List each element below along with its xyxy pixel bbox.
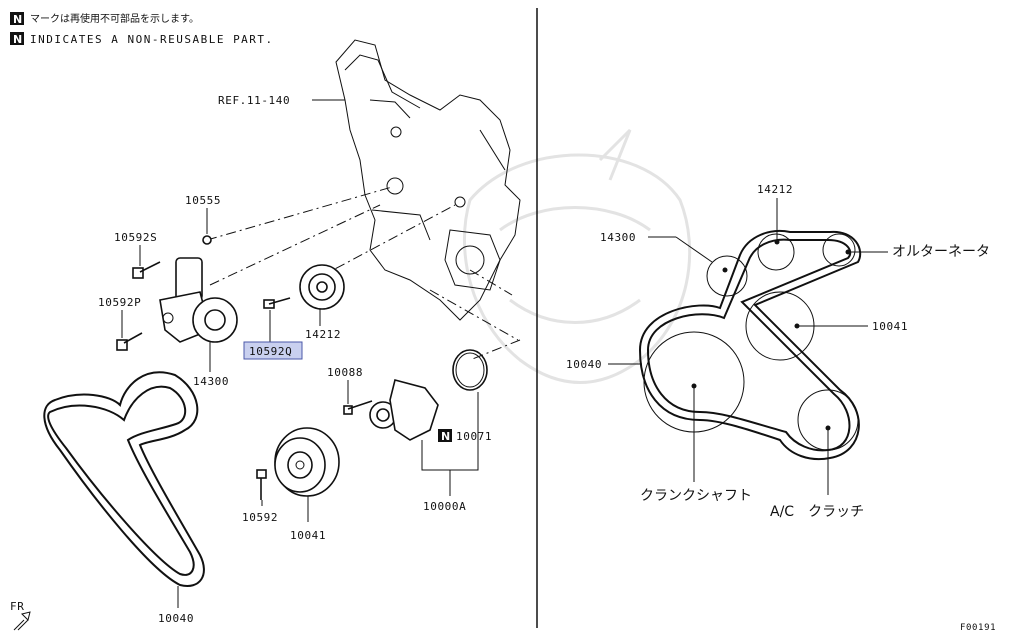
label-14212: 14212 <box>305 328 341 341</box>
fr-arrow-icon <box>13 611 31 631</box>
auto-tensioner-14300 <box>159 257 238 343</box>
label-10000A: 10000A <box>423 500 466 513</box>
legend-jp-text: マークは再使用不可部品を示します。 <box>30 12 199 25</box>
ref-label: REF.11-140 <box>218 94 290 107</box>
watermark-emblem <box>463 128 692 384</box>
label-10555: 10555 <box>185 194 221 207</box>
bolt-10592Q <box>263 297 291 309</box>
label-10071: 10071 <box>456 430 492 443</box>
fr-label: FR <box>10 600 24 613</box>
label-ac-clutch: A/C クラッチ <box>770 504 864 520</box>
label-14212-right: 14212 <box>757 183 793 196</box>
legend: N マークは再使用不可部品を示します。 N INDICATES A NON-RE… <box>10 12 274 46</box>
alternator-pulley <box>822 233 856 267</box>
bolt-10592S <box>132 261 161 279</box>
legend-en-text: INDICATES A NON-REUSABLE PART. <box>30 33 274 46</box>
washer-10555 <box>202 235 212 245</box>
crank-pulley-10041 <box>274 427 340 497</box>
legend-badge-2: N <box>13 33 22 46</box>
label-14300-right: 14300 <box>600 231 636 244</box>
badge-10071: N <box>441 430 450 443</box>
drive-belt-10040 <box>43 371 205 587</box>
label-10592P: 10592P <box>98 296 141 309</box>
legend-badge-1: N <box>13 13 22 26</box>
water-pump-10000A <box>369 379 439 441</box>
label-alternator: オルターネータ <box>892 244 990 260</box>
idler-pulley-14212 <box>299 264 345 310</box>
label-10592Q: 10592Q <box>249 345 292 358</box>
label-10088: 10088 <box>327 366 363 379</box>
idler-pulley-14212-r <box>757 233 795 271</box>
bolt-10592P <box>116 332 143 351</box>
label-crankshaft: クランクシャフト <box>640 488 752 504</box>
bolt-10088 <box>343 400 373 415</box>
highlight-10592Q[interactable] <box>243 341 303 360</box>
tensioner-pulley-14300 <box>706 255 748 297</box>
label-10041-right: 10041 <box>872 320 908 333</box>
label-14300: 14300 <box>193 375 229 388</box>
bolt-10592 <box>256 469 267 500</box>
label-10592: 10592 <box>242 511 278 524</box>
gasket-10071 <box>452 349 488 391</box>
belt-routing <box>638 230 862 460</box>
label-10592S: 10592S <box>114 231 157 244</box>
front-case-outline <box>335 39 521 321</box>
label-10041: 10041 <box>290 529 326 542</box>
label-10040-left: 10040 <box>158 612 194 625</box>
label-10040-right: 10040 <box>566 358 602 371</box>
figure-code: F00191 <box>960 623 996 633</box>
